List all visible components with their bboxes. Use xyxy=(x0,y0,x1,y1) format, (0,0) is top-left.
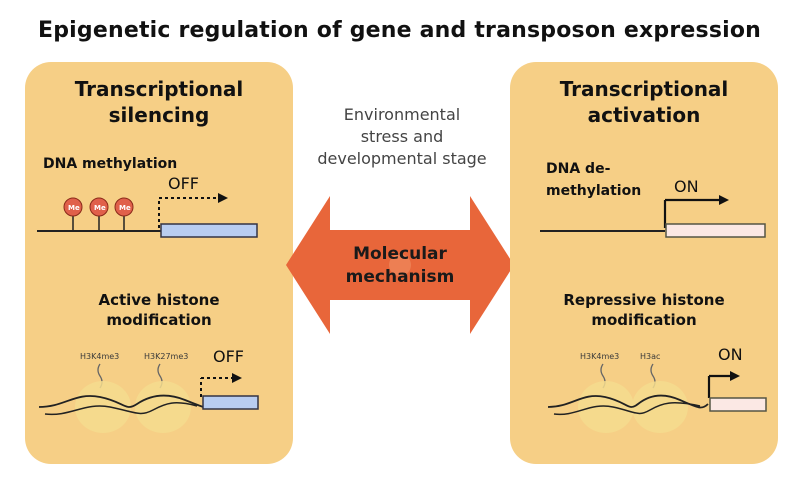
active-gene-box xyxy=(709,397,767,412)
dna-demethylation-diagram: H3K4me3 H3ac xyxy=(540,195,767,433)
repressive-histone-line2: modification xyxy=(591,311,697,329)
activation-panel: Transcriptional activation DNA de- methy… xyxy=(510,62,778,464)
double-arrow xyxy=(286,196,514,334)
nucleosome xyxy=(578,381,634,433)
repressive-histone-label: Repressive histone modification xyxy=(510,290,778,330)
activation-title-line2: activation xyxy=(587,103,701,127)
arrow-head xyxy=(232,373,242,383)
dna-demethylation-line2: methylation xyxy=(546,183,642,199)
arrow-label-line1: Molecular xyxy=(353,244,447,264)
histone-on-label: ON xyxy=(718,345,743,364)
dna-methylation-label: DNA methylation xyxy=(43,156,178,172)
environmental-stress-text: Environmental stress and developmental s… xyxy=(296,104,508,170)
methyl-mark xyxy=(114,197,134,217)
histone-mark-label: H3ac xyxy=(640,352,660,361)
silencing-panel: Transcriptional silencing DNA methylatio… xyxy=(25,62,293,464)
silenced-gene-box xyxy=(160,223,258,238)
arrow-center-mark xyxy=(389,254,411,276)
methyl-mark xyxy=(89,197,109,217)
chromatin-strand xyxy=(44,402,198,416)
arrow-label-line2: mechanism xyxy=(345,267,455,287)
histone-mark-label: H3K4me3 xyxy=(80,352,119,361)
activation-panel-title: Transcriptional activation xyxy=(510,76,778,128)
dna-methylation-diagram: H3K4me3 H3K27me3 xyxy=(37,193,259,433)
middle-line3: developmental stage xyxy=(317,149,487,168)
histone-mark-label: H3K27me3 xyxy=(144,352,188,361)
dna-on-label: ON xyxy=(674,177,699,196)
figure-title: Epigenetic regulation of gene and transp… xyxy=(37,18,762,43)
silencing-title-line2: silencing xyxy=(108,103,210,127)
methyl-mark-text: Me xyxy=(94,204,106,212)
dna-off-label: OFF xyxy=(168,174,199,193)
histone-off-label: OFF xyxy=(213,347,244,366)
dna-demethylation-label: DNA de- methylation xyxy=(546,158,641,202)
active-histone-line1: Active histone xyxy=(98,291,220,309)
middle-line2: stress and xyxy=(360,127,444,146)
nucleosome xyxy=(135,381,191,433)
chromatin-strand xyxy=(38,394,207,409)
arrow-head xyxy=(719,195,729,205)
dna-demethylation-line1: DNA de- xyxy=(546,161,611,177)
molecular-mechanism-label: Molecular mechanism xyxy=(318,243,482,289)
repressive-histone-line1: Repressive histone xyxy=(563,291,725,309)
middle-line1: Environmental xyxy=(343,105,461,124)
silencing-panel-title: Transcriptional silencing xyxy=(25,76,293,128)
chromatin-strand xyxy=(553,402,701,416)
arrow-head xyxy=(218,193,228,203)
methyl-mark-text: Me xyxy=(68,204,80,212)
activation-title-line1: Transcriptional xyxy=(559,77,729,101)
silenced-gene-box xyxy=(202,395,259,410)
histone-mark-label: H3K4me3 xyxy=(580,352,619,361)
active-histone-line2: modification xyxy=(106,311,212,329)
silencing-title-line1: Transcriptional xyxy=(74,77,244,101)
methyl-mark-text: Me xyxy=(119,204,131,212)
arrow-head xyxy=(730,371,740,381)
nucleosome xyxy=(632,381,688,433)
methyl-mark xyxy=(63,197,83,217)
active-histone-label: Active histone modification xyxy=(25,290,293,330)
active-gene-box xyxy=(665,223,766,238)
nucleosome xyxy=(75,381,131,433)
